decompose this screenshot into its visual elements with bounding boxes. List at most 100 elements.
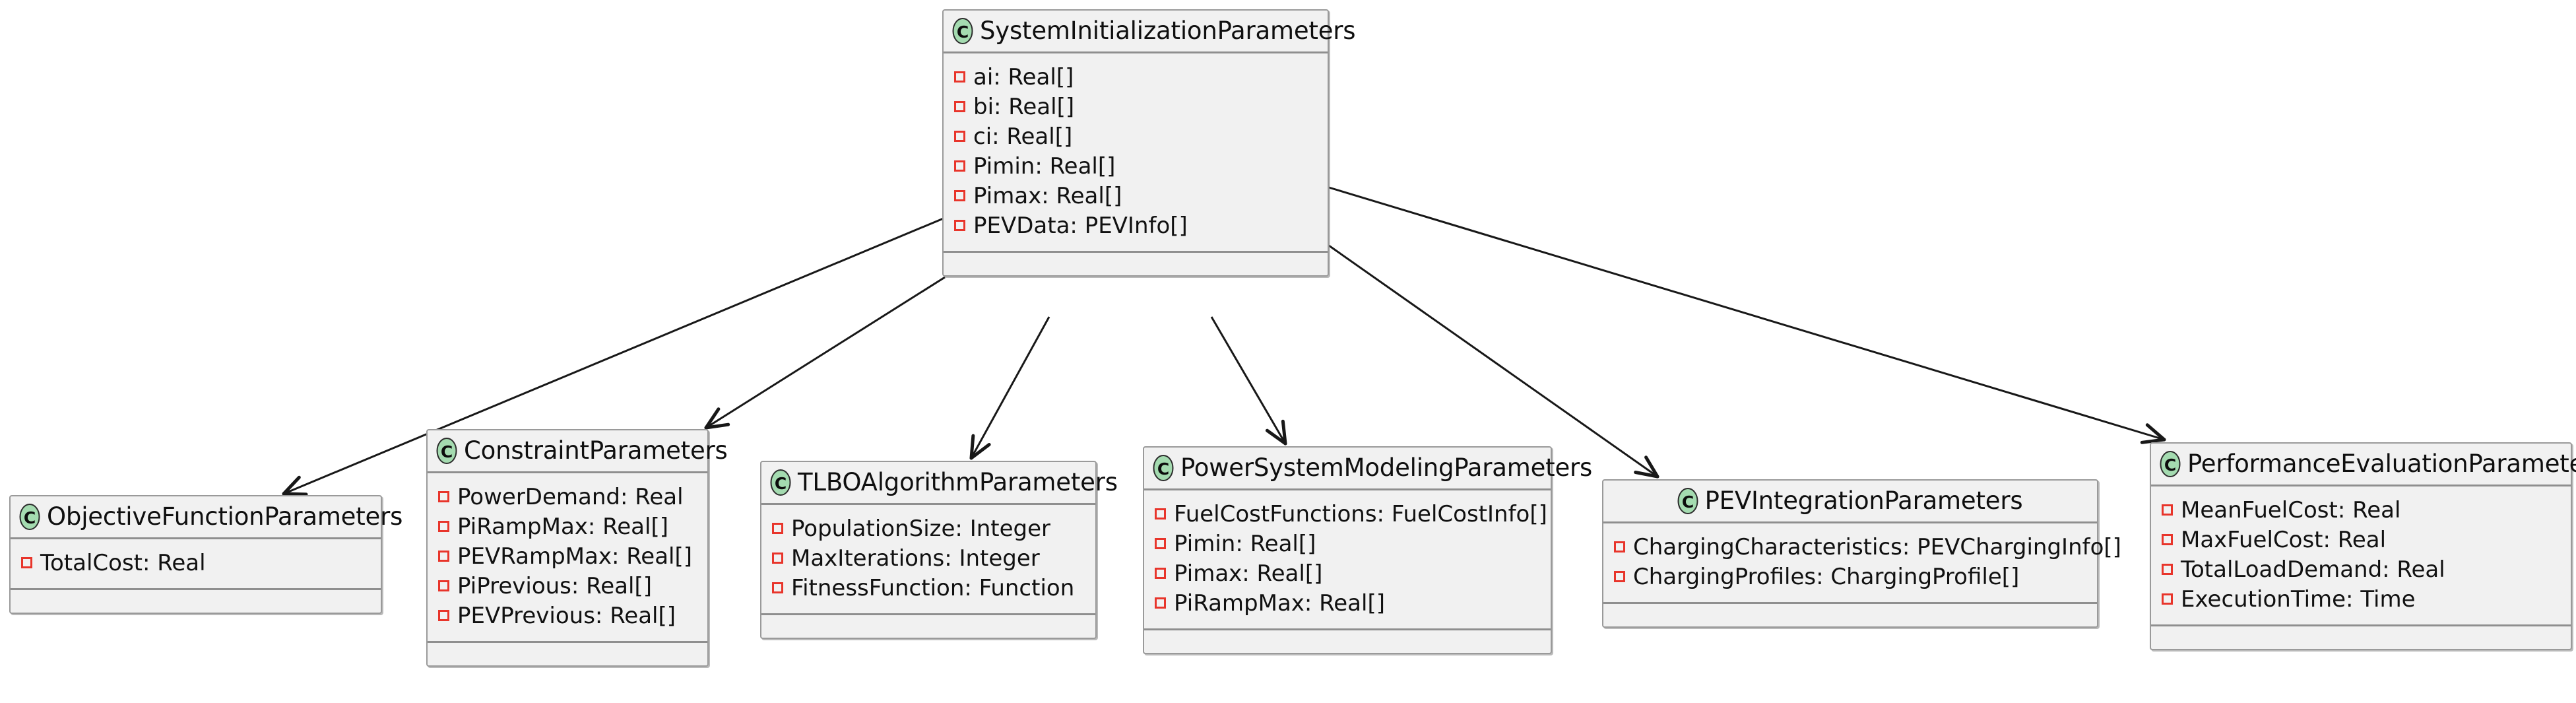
attribute-row: Pimax: Real[] [1155,558,1544,588]
private-visibility-icon [1155,597,1166,609]
attribute-label: TotalLoadDemand: Real [2181,556,2445,583]
class-name-label: ObjectiveFunctionParameters [47,502,403,531]
private-visibility-icon [1155,508,1166,519]
attribute-label: FitnessFunction: Function [791,574,1075,601]
attribute-row: Pimin: Real[] [954,151,1321,181]
attribute-label: Pimin: Real[] [1174,530,1316,557]
attribute-compartment-power-system-modeling-parameters: FuelCostFunctions: FuelCostInfo[]Pimin: … [1144,490,1551,628]
edge-to-performance-evaluation-parameters [1328,186,2166,444]
attribute-label: Pimax: Real[] [1174,560,1323,587]
attribute-label: PiRampMax: Real[] [1174,589,1385,617]
class-stereotype-icon: C [2159,450,2181,478]
attribute-label: Pimax: Real[] [973,182,1122,209]
private-visibility-icon [954,190,965,201]
class-name-label: ConstraintParameters [464,436,728,465]
compartment-divider [1144,628,1551,630]
attribute-label: PiPrevious: Real[] [457,572,652,599]
attribute-label: PowerDemand: Real [457,483,684,510]
attribute-row: PopulationSize: Integer [772,514,1089,543]
class-header-tlbo-algorithm-parameters: C TLBOAlgorithmParameters [761,462,1118,503]
association-line [1328,186,2165,441]
arrowhead-barb [1644,455,1659,479]
class-stereotype-icon: C [1152,454,1175,482]
class-name-label: SystemInitializationParameters [980,17,1356,45]
attribute-compartment-system-initialization-parameters: ai: Real[]bi: Real[]ci: Real[]Pimin: Rea… [944,53,1328,251]
compartment-divider [2151,485,2571,486]
arrowhead-barb [704,407,721,430]
private-visibility-icon [438,610,449,621]
method-compartment-constraint-parameters [428,643,707,665]
class-stereotype-icon: C [951,17,974,45]
attribute-label: PEVData: PEVInfo[] [973,212,1188,239]
attribute-row: PEVPrevious: Real[] [438,601,701,630]
compartment-divider [2151,624,2571,626]
compartment-divider [11,588,381,590]
association-line [705,276,946,429]
compartment-divider [1603,521,2097,523]
attribute-row: ChargingProfiles: ChargingProfile[] [1614,562,2090,591]
attribute-row: MaxIterations: Integer [772,543,1089,573]
attribute-row: PiRampMax: Real[] [1155,588,1544,618]
arrowhead-barb [282,475,301,496]
private-visibility-icon [772,582,783,593]
attribute-row: ci: Real[] [954,121,1321,151]
attribute-label: PiRampMax: Real[] [457,513,668,540]
compartment-divider [944,251,1328,253]
compartment-divider [428,471,707,473]
attribute-label: ci: Real[] [973,123,1073,150]
svg-text:C: C [1681,492,1693,512]
arrowhead-barb [2145,423,2166,442]
edge-to-pev-integration-parameters [1328,244,1659,479]
svg-text:C: C [24,508,36,527]
attribute-label: ai: Real[] [973,63,1074,90]
compartment-divider [761,503,1095,505]
class-stereotype-icon: C [769,469,792,496]
edge-to-tlbo-algorithm-parameters [969,316,1050,460]
attribute-row: Pimax: Real[] [954,181,1321,211]
attribute-label: MaxFuelCost: Real [2181,526,2387,553]
attribute-row: PowerDemand: Real [438,482,701,512]
private-visibility-icon [438,491,449,502]
method-compartment-power-system-modeling-parameters [1144,630,1551,653]
attribute-row: PEVData: PEVInfo[] [954,211,1321,240]
private-visibility-icon [2162,534,2173,545]
class-header-objective-function-parameters: C ObjectiveFunctionParameters [11,496,402,537]
method-compartment-system-initialization-parameters [944,253,1328,275]
attribute-label: ChargingCharacteristics: PEVChargingInfo… [1633,533,2121,560]
svg-text:C: C [441,442,453,461]
attribute-compartment-pev-integration-parameters: ChargingCharacteristics: PEVChargingInfo… [1603,523,2121,602]
attribute-label: MeanFuelCost: Real [2181,496,2401,523]
private-visibility-icon [438,521,449,532]
attribute-row: bi: Real[] [954,92,1321,121]
compartment-divider [11,537,381,539]
private-visibility-icon [954,71,965,83]
private-visibility-icon [954,220,965,231]
attribute-row: MeanFuelCost: Real [2162,495,2564,525]
private-visibility-icon [772,523,783,534]
attribute-row: FuelCostFunctions: FuelCostInfo[] [1155,499,1547,529]
attribute-compartment-objective-function-parameters: TotalCost: Real [11,539,381,588]
attribute-label: MaxIterations: Integer [791,545,1040,572]
private-visibility-icon [438,551,449,562]
class-name-label: PowerSystemModelingParameters [1180,453,1593,482]
private-visibility-icon [2162,593,2173,605]
edge-to-constraint-parameters [704,276,946,430]
arrowhead-barb [1634,470,1659,479]
svg-text:C: C [775,474,787,493]
association-line [1210,316,1287,444]
svg-text:C: C [2164,455,2176,475]
private-visibility-icon [438,580,449,591]
class-name-label: TLBOAlgorithmParameters [798,468,1118,496]
private-visibility-icon [772,552,783,564]
